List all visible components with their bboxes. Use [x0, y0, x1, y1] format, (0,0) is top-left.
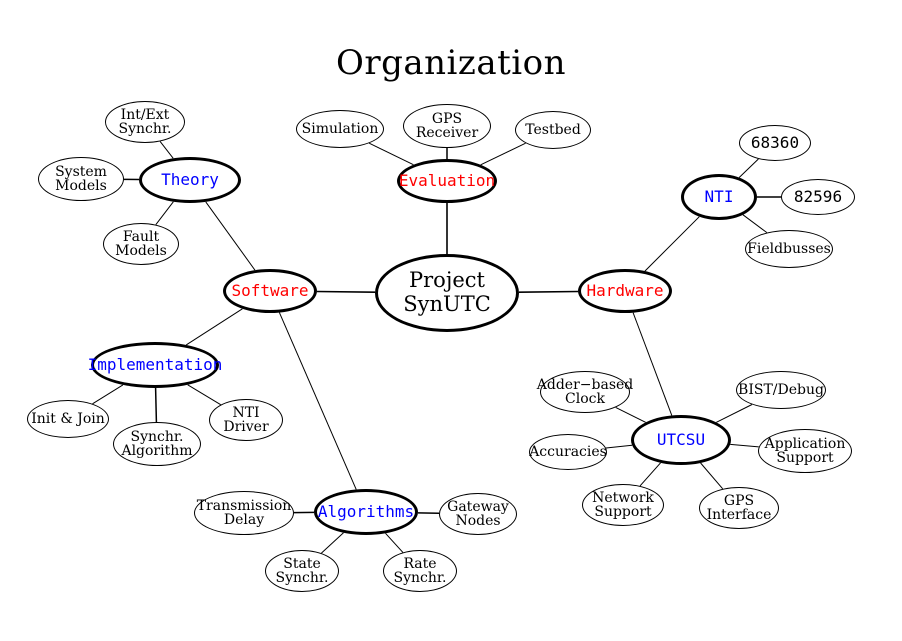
node-82596[interactable]: 82596	[781, 179, 855, 215]
node-utcsu[interactable]: UTCSU	[631, 415, 731, 465]
node-bist-debug[interactable]: BIST/Debug	[736, 371, 826, 409]
node-label-hardware: Hardware	[586, 280, 664, 300]
page-title: Organization	[335, 42, 567, 83]
node-testbed[interactable]: Testbed	[515, 111, 591, 149]
node-algorithms[interactable]: Algorithms	[314, 489, 418, 535]
node-label-82596: 82596	[793, 186, 843, 206]
node-label-fieldbusses: Fieldbusses	[747, 240, 831, 257]
node-hardware[interactable]: Hardware	[578, 269, 672, 313]
node-label-simulation: Simulation	[301, 120, 379, 137]
node-fieldbusses[interactable]: Fieldbusses	[745, 230, 833, 268]
node-evaluation[interactable]: Evaluation	[397, 159, 497, 203]
node-label-algorithms: Algorithms	[317, 501, 415, 521]
node-label-bist-debug: BIST/Debug	[738, 381, 824, 398]
node-label-accuracies: Accuracies	[529, 443, 607, 460]
node-label-implementation: Implementation	[87, 354, 223, 374]
node-accuracies[interactable]: Accuracies	[529, 434, 607, 470]
node-label-testbed: Testbed	[525, 121, 581, 138]
node-68360[interactable]: 68360	[739, 125, 811, 161]
node-label-theory: Theory	[161, 169, 219, 189]
node-nti[interactable]: NTI	[681, 174, 757, 220]
node-label-software: Software	[231, 280, 309, 300]
node-implementation[interactable]: Implementation	[88, 342, 222, 388]
node-label-utcsu: UTCSU	[656, 429, 706, 449]
node-software[interactable]: Software	[223, 269, 317, 313]
node-label-evaluation: Evaluation	[398, 170, 496, 190]
node-synchr-algorithm[interactable]: Synchr.Algorithm	[113, 422, 201, 466]
node-label-synchr-algorithm: Synchr.Algorithm	[121, 428, 193, 459]
node-label-nti: NTI	[704, 186, 734, 206]
node-label-68360: 68360	[750, 132, 800, 152]
node-init-join[interactable]: Init & Join	[27, 400, 109, 438]
node-label-init-join: Init & Join	[31, 410, 105, 427]
node-theory[interactable]: Theory	[139, 157, 241, 203]
node-simulation[interactable]: Simulation	[296, 110, 384, 148]
